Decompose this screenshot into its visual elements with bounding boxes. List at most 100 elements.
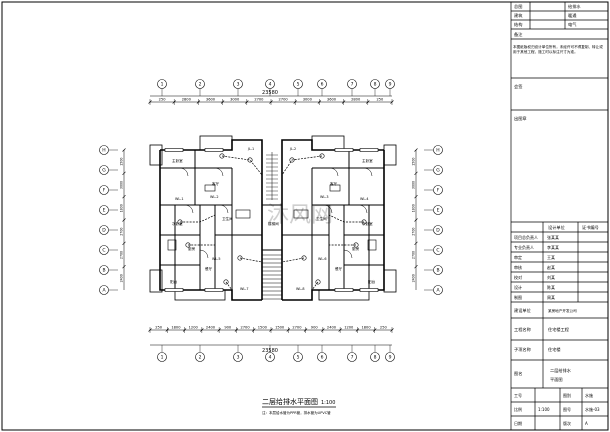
pipe-riser-tag: JL-2 (289, 147, 296, 151)
column-axis-top (385, 79, 395, 89)
tb-footer-label: 图号 (563, 406, 571, 412)
bottom-dimension-text: 250 (155, 326, 163, 330)
column-axis-bottom (265, 352, 275, 362)
top-dimension-text: 2800 (351, 98, 361, 102)
row-axis-left (99, 165, 109, 175)
pipe-riser-tag: WL-3 (320, 195, 329, 199)
column-axis-top-label: 8 (374, 82, 377, 88)
row-axis-left (99, 265, 109, 275)
balcony (311, 135, 345, 151)
column-axis-bottom (370, 352, 380, 362)
room-label: 厨房 (188, 246, 196, 251)
plumbing-fixture[interactable] (301, 255, 307, 261)
bottom-dimension-text: 1500 (258, 326, 268, 330)
window (204, 288, 224, 292)
sanitary-fixture[interactable] (367, 239, 377, 251)
row-axis-right-label: A (436, 288, 440, 294)
tb-header-0-left: 总图 (514, 3, 522, 10)
column-axis-bottom-label: 3 (237, 355, 240, 361)
column-axis-bottom-label: 7 (351, 355, 354, 361)
plumbing-fixture[interactable] (315, 279, 321, 285)
room-label: 厨房 (352, 246, 360, 251)
door-swing (343, 249, 353, 259)
column-axis-top-label: 1 (161, 82, 164, 88)
plumbing-fixture[interactable] (361, 219, 367, 225)
tb-person-name: 陈某 (547, 284, 555, 290)
tb-drawing-label: 图名 (514, 370, 522, 377)
tb-header-2-right: 电气 (568, 21, 577, 27)
side-dimension-text: 2400 (120, 274, 124, 282)
tb-footer-value: 1:100 (538, 407, 550, 412)
balcony (199, 135, 233, 151)
pipe-line (180, 214, 216, 223)
plumbing-fixture[interactable] (185, 242, 191, 248)
dimension-tick (414, 241, 418, 246)
column-axis-top (265, 79, 275, 89)
side-dimension-text: 1500 (412, 158, 416, 166)
column-axis-bottom (195, 352, 205, 362)
door-swing (179, 167, 189, 177)
balcony (174, 289, 226, 301)
column-axis-top (195, 79, 205, 89)
top-dimension-text: 3000 (230, 98, 240, 102)
tb-project-value: 某房地产开发公司 (548, 308, 577, 313)
sanitary-fixture[interactable] (235, 209, 251, 219)
column-axis-bottom (233, 352, 243, 362)
plumbing-fixture[interactable] (319, 153, 325, 159)
tb-person-name: 刘某 (547, 274, 555, 280)
pipe-riser-tag: WL-7 (240, 287, 249, 291)
tb-notes-text: 本图纸版权归设计单位所有，未经许可不得复制、转让或用于其他工程，施工时以标注尺寸… (513, 45, 603, 54)
plumbing-fixture[interactable] (289, 157, 295, 163)
plumbing-fixture[interactable] (177, 219, 183, 225)
plan-note: 注：本层给水管为PPR管，排水管为UPVC管 (262, 410, 331, 415)
door-swing (363, 167, 373, 177)
top-dimension-text: 3600 (327, 98, 337, 102)
plumbing-fixture[interactable] (353, 242, 359, 248)
dimension-tick (414, 264, 418, 269)
dimension-tick (414, 194, 418, 199)
sanitary-fixture[interactable] (167, 239, 177, 251)
plumbing-fixture[interactable] (237, 255, 243, 261)
watermark: 沐风网 (267, 203, 333, 228)
door-swing (184, 204, 194, 214)
room-label: 次卧室 (362, 221, 373, 226)
plumbing-fixture[interactable] (219, 153, 225, 159)
tb-drawing-value-1: 二层给排水 (550, 367, 572, 374)
pipe-riser-tag: WL-8 (296, 287, 305, 291)
dimension-tick (122, 171, 126, 176)
row-axis-right-label: H (436, 148, 439, 154)
door-swing (199, 249, 209, 259)
row-axis-right-label: C (436, 248, 439, 254)
bottom-dimension-text: 2400 (327, 326, 337, 330)
row-axis-left-label: C (102, 248, 105, 254)
door-swing (329, 167, 339, 177)
sanitary-fixture[interactable] (204, 184, 216, 192)
column-axis-bottom (157, 352, 167, 362)
bottom-dimension-text: 2400 (206, 326, 216, 330)
column-axis-bottom-label: 5 (297, 355, 300, 361)
bottom-dimension-text: 2700 (240, 326, 250, 330)
tb-sub-value: 住宅楼 (548, 346, 561, 353)
sanitary-fixture[interactable] (329, 184, 341, 192)
column-axis-top (157, 79, 167, 89)
sanitary-fixture[interactable] (293, 209, 309, 219)
floor-plan[interactable]: 主卧室次卧室客厅餐厅厨房卫生间阳台楼梯间主卧室次卧室客厅餐厅厨房卫生间阳台WL-… (149, 135, 397, 301)
door-swing (323, 204, 333, 214)
column-axis-top-label: 7 (351, 82, 354, 88)
room-label: 客厅 (212, 181, 220, 186)
tb-footer-label: 版次 (563, 420, 571, 426)
tb-footer-label: 图别 (563, 392, 571, 398)
plumbing-fixture[interactable] (223, 279, 229, 285)
dimension-tick (122, 241, 126, 246)
row-axis-left-label: A (102, 288, 106, 294)
tb-notes-label: 备注 (514, 31, 523, 38)
column-axis-bottom-label: 9 (389, 355, 392, 361)
tb-person-name: 王某 (547, 254, 555, 260)
column-axis-bottom-label: 1 (161, 355, 164, 361)
side-dimension-text: 3000 (412, 181, 416, 189)
room-label: 楼梯间 (268, 221, 279, 226)
tb-company-b: 证书编号 (582, 224, 599, 231)
